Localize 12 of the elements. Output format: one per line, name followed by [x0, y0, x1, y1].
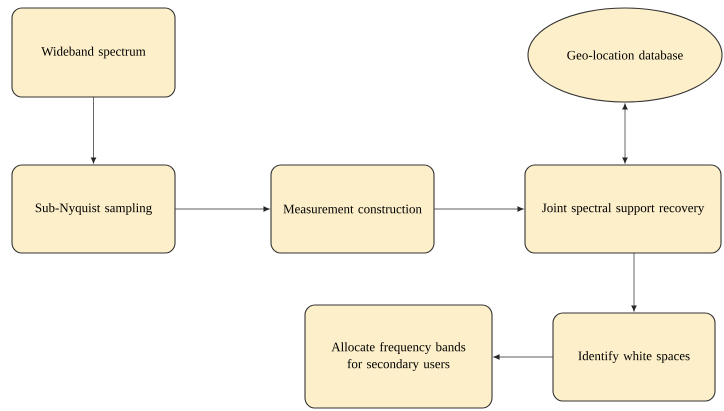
process-box: Measurement construction [270, 164, 435, 254]
arrow [631, 253, 637, 312]
arrow [622, 103, 628, 164]
process-box: Wideband spectrum [11, 7, 176, 98]
arrow [175, 206, 270, 212]
process-box: Sub-Nyquist sampling [11, 164, 176, 254]
arrow [434, 206, 524, 212]
process-box: Joint spectral support recovery [524, 164, 722, 254]
process-box: Allocate frequency bands for secondary users [304, 304, 493, 409]
arrow [90, 97, 96, 164]
arrow [493, 354, 553, 360]
process-box: Identify white spaces [552, 312, 716, 402]
